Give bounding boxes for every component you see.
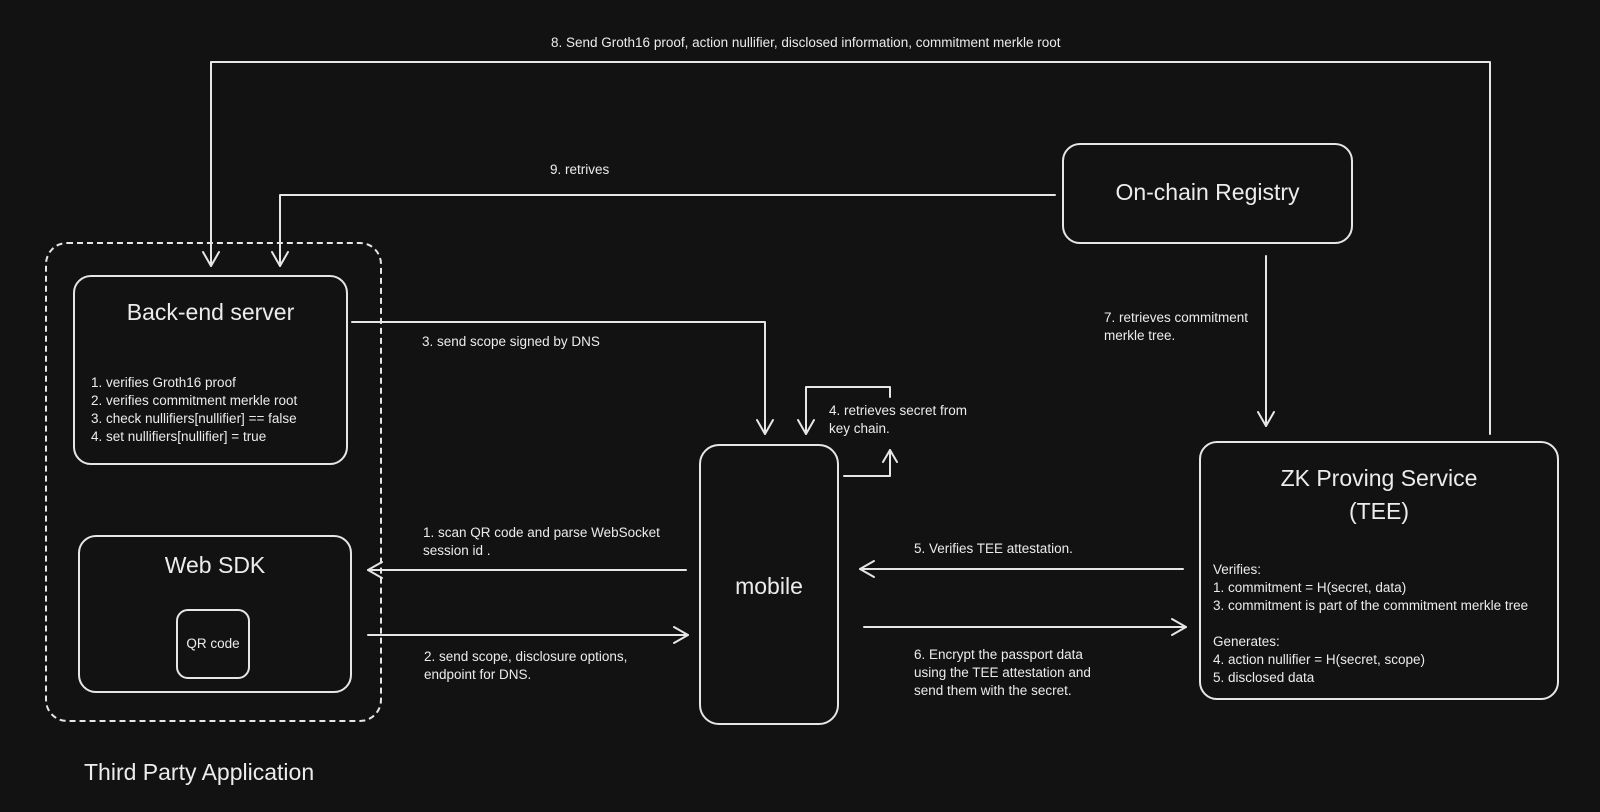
registry-title: On-chain Registry: [1115, 179, 1300, 205]
zk-generates-item: 5. disclosed data: [1213, 670, 1315, 685]
edge-label-line: 5. Verifies TEE attestation.: [914, 541, 1073, 556]
zk-verifies-item: 3. commitment is part of the commitment …: [1213, 598, 1529, 613]
edge-6-arrowhead: [1171, 618, 1187, 636]
backend-server-title: Back-end server: [126, 299, 295, 325]
zk-generates-item: 4. action nullifier = H(secret, scope): [1213, 652, 1425, 667]
edge-label-line: 2. send scope, disclosure options,: [424, 649, 628, 664]
edge-label-line: send them with the secret.: [914, 683, 1072, 698]
edge-label-line: 9. retrives: [550, 162, 610, 177]
backend-step: 1. verifies Groth16 proof: [91, 375, 236, 390]
backend-steps: 1. verifies Groth16 proof 2. verifies co…: [91, 374, 297, 446]
zk-title-line1: ZK Proving Service: [1280, 465, 1478, 491]
edge-3-arrow: [351, 321, 766, 435]
edge-7-arrowhead: [1257, 411, 1275, 427]
edge-3-label: 3. send scope signed by DNS: [422, 333, 600, 351]
edge-9-arrow: [279, 194, 1056, 267]
backend-server-node: Back-end server 1. verifies Groth16 proo…: [73, 275, 348, 465]
edge-8-arrowhead: [202, 251, 220, 267]
edge-label-line: 7. retrieves commitment: [1104, 310, 1249, 325]
edge-label-line: using the TEE attestation and: [914, 665, 1091, 680]
zk-generates-header: Generates:: [1213, 634, 1280, 649]
edge-label-line: key chain.: [829, 421, 890, 436]
backend-step: 4. set nullifiers[nullifier] = true: [91, 429, 267, 444]
edge-4-arrowhead-in: [797, 419, 815, 435]
backend-step: 2. verifies commitment merkle root: [91, 393, 298, 408]
edge-label-line: session id .: [423, 543, 491, 558]
edge-8-arrow: [210, 61, 1491, 435]
edge-label-line: 8. Send Groth16 proof, action nullifier,…: [551, 35, 1061, 50]
zk-proving-service-node: ZK Proving Service (TEE) Verifies: 1. co…: [1199, 441, 1559, 700]
edge-9-arrowhead: [271, 251, 289, 267]
zk-title-line2: (TEE): [1348, 498, 1410, 524]
edge-2-arrowhead: [673, 626, 689, 644]
zk-verifies-header: Verifies:: [1213, 562, 1262, 577]
zk-verifies-item: 1. commitment = H(secret, data): [1213, 580, 1407, 595]
edge-1-arrowhead: [367, 561, 383, 579]
edge-9-label: 9. retrives: [550, 161, 609, 179]
zk-details: Verifies: 1. commitment = H(secret, data…: [1213, 561, 1528, 687]
edge-label-line: endpoint for DNS.: [424, 667, 532, 682]
web-sdk-title: Web SDK: [164, 552, 266, 578]
mobile-node: mobile: [699, 444, 839, 725]
edge-label-line: 3. send scope signed by DNS: [422, 334, 600, 349]
web-sdk-node: Web SDK QR code: [78, 535, 352, 693]
qr-code-node: QR code: [176, 609, 250, 679]
edge-label-line: 1. scan QR code and parse WebSocket: [423, 525, 660, 540]
edge-1-label: 1. scan QR code and parse WebSocket sess…: [423, 524, 660, 560]
mobile-title: mobile: [735, 573, 803, 599]
edge-5-arrowhead: [859, 560, 875, 578]
third-party-label: Third Party Application: [84, 759, 315, 785]
edge-6-label: 6. Encrypt the passport data using the T…: [914, 646, 1091, 700]
qr-code-label: QR code: [186, 636, 240, 651]
backend-step: 3. check nullifiers[nullifier] == false: [91, 411, 297, 426]
third-party-group: [45, 242, 382, 722]
edge-7-label: 7. retrieves commitment merkle tree.: [1104, 309, 1248, 345]
edge-label-line: 6. Encrypt the passport data: [914, 647, 1083, 662]
edge-5-label: 5. Verifies TEE attestation.: [914, 540, 1073, 558]
edge-4-loop-in: [805, 386, 891, 435]
edge-2-label: 2. send scope, disclosure options, endpo…: [424, 648, 627, 684]
edge-4-loop-out: [843, 449, 891, 477]
edge-4-arrowhead-out: [882, 449, 898, 463]
onchain-registry-node: On-chain Registry: [1062, 143, 1353, 244]
edge-label-line: merkle tree.: [1104, 328, 1176, 343]
edge-4-label: 4. retrieves secret from key chain.: [829, 402, 967, 438]
edge-3-arrowhead: [756, 419, 774, 435]
edge-label-line: 4. retrieves secret from: [829, 403, 968, 418]
edge-8-label: 8. Send Groth16 proof, action nullifier,…: [551, 34, 1061, 52]
